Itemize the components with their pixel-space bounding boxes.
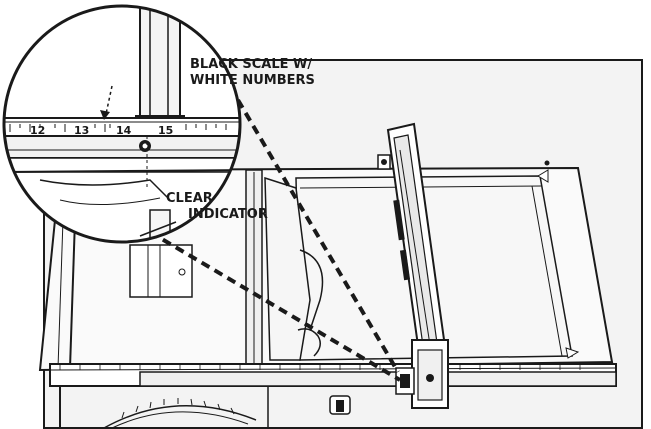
- callout-clear-indicator: CLEAR INDICATOR: [166, 191, 268, 223]
- front-rail-lower: [139, 371, 617, 387]
- magnifier-ring: [2, 4, 242, 244]
- callout-text-line: WHITE NUMBERS: [190, 73, 315, 88]
- scale-number: 13: [74, 124, 89, 137]
- bevel-scale-ticks: [121, 398, 235, 419]
- scale-number: 15: [158, 124, 173, 137]
- leader-line-indicator: [148, 230, 402, 382]
- scale-number: 12: [30, 124, 45, 137]
- rail-scale-ticks: [59, 364, 581, 370]
- table-saw-body: [38, 59, 643, 429]
- rip-fence: [377, 122, 449, 409]
- callout-leader-lines: [148, 98, 402, 382]
- callout-text-line: INDICATOR: [188, 207, 268, 222]
- scale-number: 14: [116, 124, 132, 137]
- corner-marker-top: [537, 169, 549, 183]
- arrow-down-icon: [100, 110, 110, 120]
- leader-line-scale: [236, 98, 400, 374]
- corner-marker-bottom: [565, 347, 580, 359]
- magnifier-view: 12 13 14 15: [2, 4, 242, 244]
- callout-black-scale: BLACK SCALE W/ WHITE NUMBERS: [190, 57, 315, 89]
- callout-text-line: CLEAR: [166, 191, 213, 206]
- callout-text-line: BLACK SCALE W/: [190, 57, 313, 72]
